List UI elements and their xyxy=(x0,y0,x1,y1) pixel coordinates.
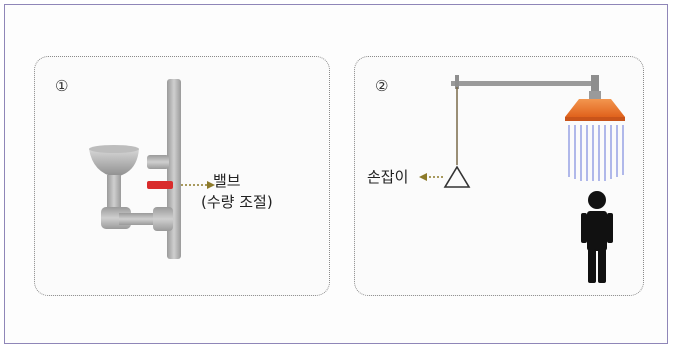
eyewash-illustration xyxy=(89,79,215,259)
shower-illustration xyxy=(419,75,625,283)
water-streams xyxy=(568,125,624,181)
panel-number-2: ② xyxy=(375,77,389,95)
shower-pipe xyxy=(451,81,597,86)
shower-head-icon xyxy=(565,91,625,121)
valve-label-line1: 밸브 xyxy=(213,172,241,190)
handle-label: 손잡이 xyxy=(367,168,409,186)
panel-number-1: ① xyxy=(55,77,69,95)
valve-icon xyxy=(147,181,173,189)
pull-handle-icon xyxy=(443,165,471,188)
person-icon xyxy=(581,191,613,283)
eyewash-basin-icon xyxy=(89,145,139,211)
panel-eyewash: ① xyxy=(34,56,330,296)
panel-shower: ② xyxy=(354,56,644,296)
wall-pipe xyxy=(167,79,181,259)
valve-label-line2: (수량 조절) xyxy=(201,193,273,211)
